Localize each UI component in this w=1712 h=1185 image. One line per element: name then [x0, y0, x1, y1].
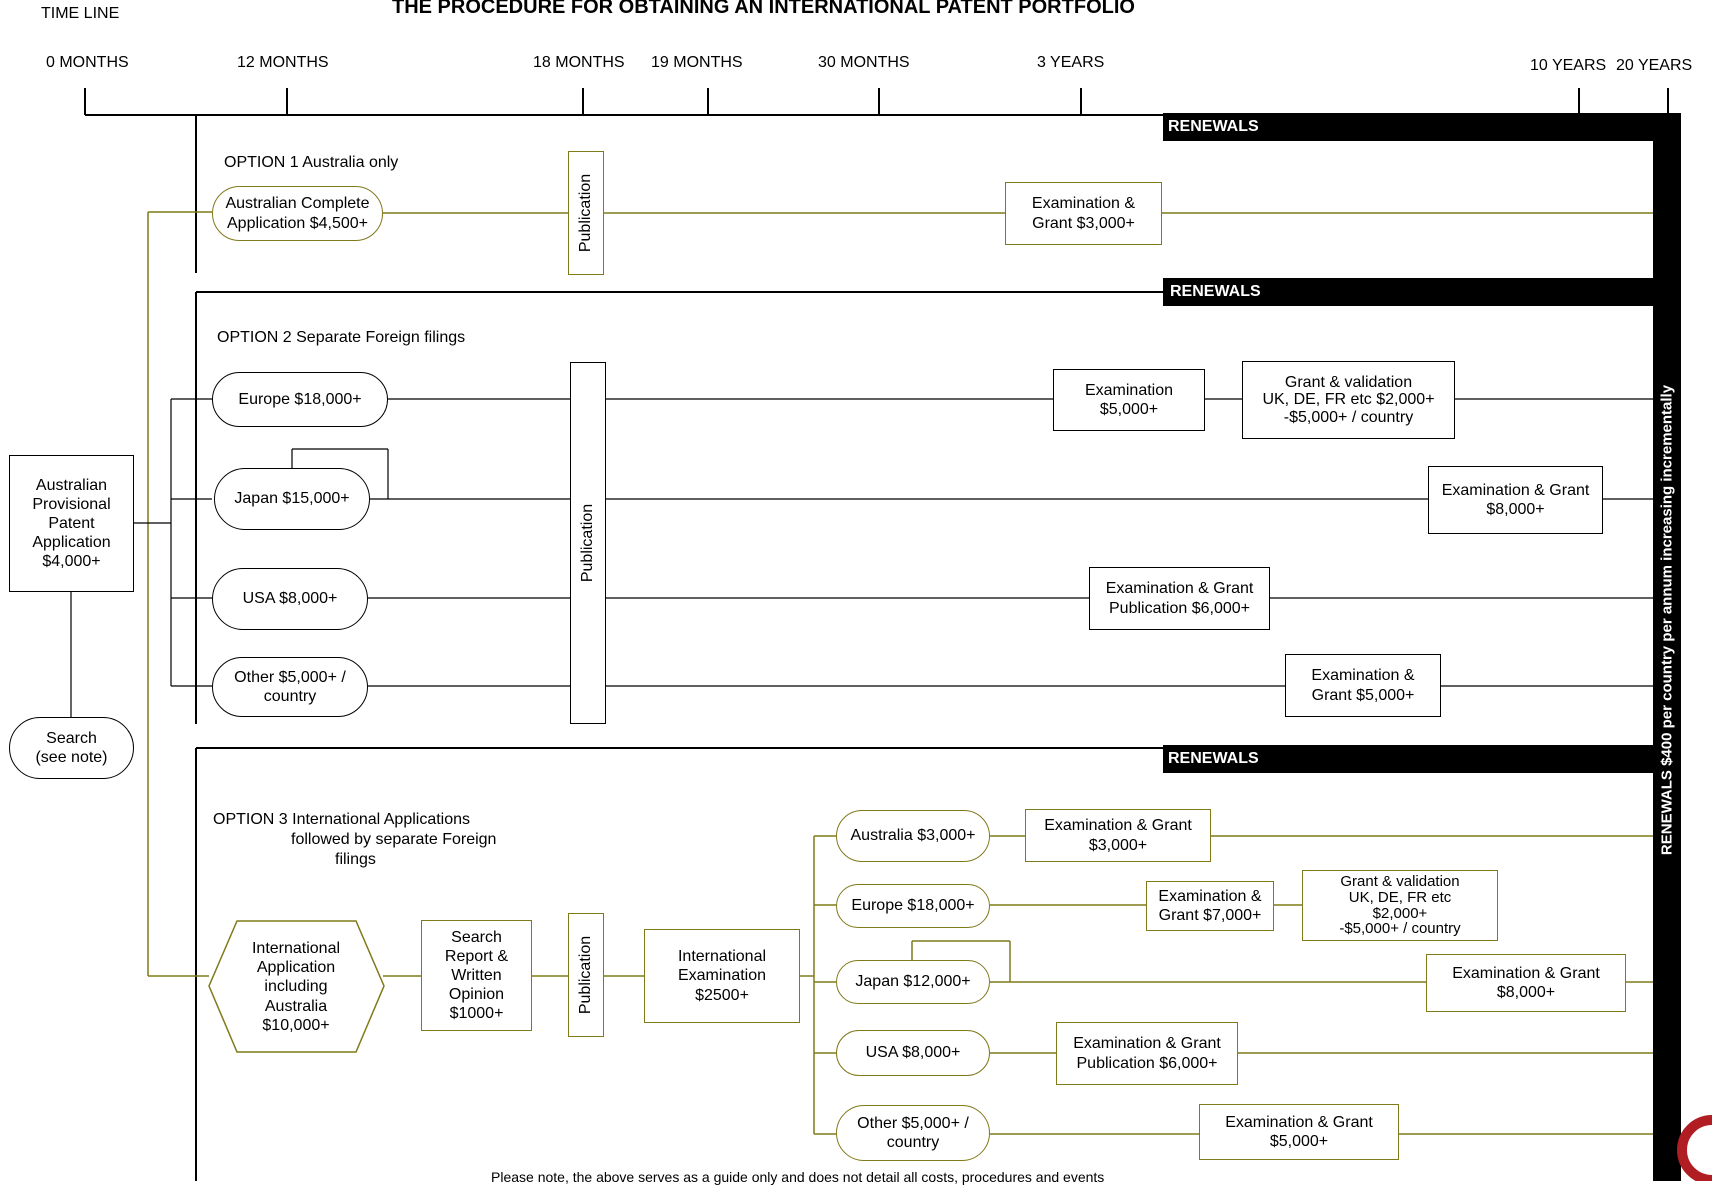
option3-usa: USA $8,000+	[836, 1030, 990, 1076]
option2-other-examination: Examination &Grant $5,000+	[1285, 654, 1441, 717]
option3-other: Other $5,000+ /country	[836, 1105, 990, 1161]
option3-australia-examination: Examination & Grant$3,000+	[1025, 809, 1211, 862]
option2-europe: Europe $18,000+	[212, 372, 388, 427]
international-application-hexagon	[208, 920, 385, 1053]
renewals-vertical-label: RENEWALS $400 per country per annum incr…	[1658, 384, 1676, 856]
renewals-label-option1: RENEWALS	[1168, 118, 1259, 135]
option3-australia: Australia $3,000+	[836, 810, 990, 862]
option2-publication-label: Publication	[579, 503, 596, 583]
renewals-label-option2: RENEWALS	[1170, 283, 1261, 300]
option3-other-examination: Examination & Grant$5,000+	[1199, 1104, 1399, 1160]
option3-publication-box	[568, 913, 604, 1037]
option3-japan: Japan $12,000+	[836, 960, 990, 1004]
timeline-label: TIME LINE	[41, 5, 120, 22]
option3-publication-label: Publication	[577, 935, 594, 1015]
tick-3-years: 3 YEARS	[1037, 54, 1105, 71]
option1-examination-box: Examination &Grant $3,000+	[1005, 182, 1162, 245]
option2-japan: Japan $15,000+	[214, 468, 370, 530]
option3-europe-examination: Examination &Grant $7,000+	[1146, 881, 1274, 931]
option2-japan-examination: Examination & Grant$8,000+	[1428, 466, 1603, 534]
tick-18-months: 18 MONTHS	[533, 54, 625, 71]
option2-connectors	[70, 398, 1653, 717]
option2-usa: USA $8,000+	[212, 568, 368, 630]
tick-20-years: 20 YEARS	[1616, 57, 1693, 74]
option1-publication-box	[568, 151, 604, 275]
option3-title: OPTION 3 International Applications foll…	[213, 811, 497, 868]
tick-0-months: 0 MONTHS	[46, 54, 129, 71]
renewals-label-option3: RENEWALS	[1168, 750, 1259, 767]
option3-connectors	[148, 835, 1653, 1135]
footnote: Please note, the above serves as a guide…	[491, 1169, 1105, 1185]
renewals-bars	[1163, 113, 1681, 1181]
option1-publication-label: Publication	[577, 173, 594, 253]
tick-12-months: 12 MONTHS	[237, 54, 329, 71]
tick-19-months: 19 MONTHS	[651, 54, 743, 71]
option2-europe-examination: Examination$5,000+	[1053, 369, 1205, 431]
option3-japan-examination: Examination & Grant$8,000+	[1426, 954, 1626, 1012]
option1-title: OPTION 1 Australia only	[224, 154, 399, 171]
option2-title: OPTION 2 Separate Foreign filings	[217, 329, 466, 346]
option1-connectors	[147, 211, 1653, 976]
page-title: THE PROCEDURE FOR OBTAINING AN INTERNATI…	[392, 0, 1135, 18]
section-frames	[195, 115, 1660, 1181]
search-box: Search(see note)	[9, 717, 134, 779]
option2-publication-box	[570, 362, 606, 724]
option3-europe: Europe $18,000+	[836, 884, 990, 928]
timeline-axis	[84, 88, 1669, 116]
company-logo	[1677, 1115, 1712, 1181]
option2-other: Other $5,000+ /country	[212, 657, 368, 717]
tick-30-months: 30 MONTHS	[818, 54, 910, 71]
tick-10-years: 10 YEARS	[1530, 57, 1607, 74]
